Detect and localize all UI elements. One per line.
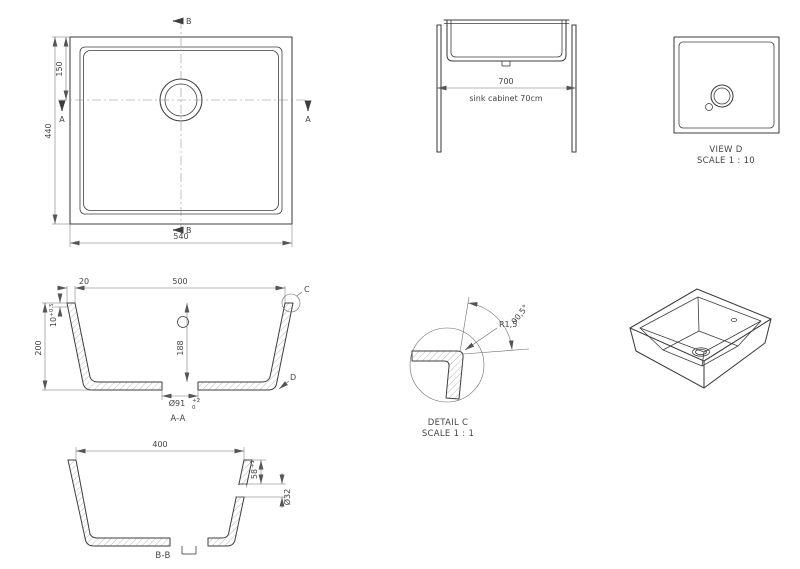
cabinet-left-panel [436, 24, 442, 153]
drain-ellipse-inner [695, 348, 707, 355]
section-aa-title: A-A [170, 414, 185, 424]
dim-bowl-width-500: 500 [74, 277, 286, 303]
rim-outer [629, 288, 772, 362]
section-marker-a-left: A [58, 100, 66, 124]
view-d-marker: D [278, 373, 296, 390]
rim-corner-section [411, 350, 464, 400]
bowl-bottom [662, 330, 739, 367]
dim-overflow-offset-tol: +1 [250, 460, 256, 468]
dim-flange-20: 20 [57, 277, 89, 303]
detail-c-view: 90,5° R1,5 DETAIL C SCALE 1 : 1 [409, 296, 530, 439]
drain-spigot [181, 546, 197, 555]
right-wall-section [207, 459, 253, 547]
angle-leg-vertical [459, 296, 470, 353]
dim-overall-height-200: 200 [34, 302, 92, 391]
rim-inner [639, 296, 762, 353]
body-bottom-right [703, 342, 766, 389]
bowl-corner-left [639, 327, 664, 351]
dim-drain-diameter-label: Ø91 [169, 398, 185, 408]
dim-overflow-offset-58: 58 +1 [247, 459, 286, 485]
overflow-outlet-circle [705, 103, 713, 111]
dim-radius-leader: R1,5 [464, 320, 517, 351]
section-a-a: 20 500 10 +0,5 200 188 [34, 277, 310, 424]
dim-depth-label: 440 [44, 123, 53, 138]
bowl-corner-right [737, 320, 762, 347]
angle-dimension-arc [467, 302, 514, 351]
dim-width-540: 540 [69, 224, 293, 247]
overflow-hole [730, 318, 738, 322]
bottom-inner-edge [678, 41, 775, 129]
dim-cabinet-700: 700 sink cabinet 70cm [437, 77, 576, 103]
dim-width-label: 540 [173, 232, 188, 241]
left-wall-section [67, 459, 171, 547]
drain-outer-circle [710, 84, 734, 108]
section-label-b-top: B [186, 17, 192, 26]
dim-flange-label: 20 [79, 277, 89, 286]
section-label-a-left: A [59, 115, 65, 124]
section-label-b-bottom: B [186, 226, 192, 235]
dim-drain-tol-lower: 0 [192, 405, 196, 411]
drain-stub [501, 61, 511, 67]
dim-overflow-diameter-32: Ø32 [244, 473, 292, 508]
section-bb-title: B-B [155, 551, 170, 561]
dim-bowl-width-400: 400 [75, 440, 245, 460]
dim-drain-offset-label: 150 [55, 61, 64, 76]
dim-overall-height-label: 200 [34, 340, 43, 355]
dim-rim-thickness-10: 10 +0,5 [49, 293, 67, 327]
right-wall-section [197, 302, 294, 391]
dim-bowl-depth-label: 188 [176, 340, 185, 355]
detail-c-marker: C [281, 285, 310, 313]
angle-leg-horizontal [462, 348, 530, 355]
detail-break-boundary [409, 327, 485, 403]
dim-overflow-diameter-label: Ø32 [282, 489, 292, 505]
sink-tub-inner [450, 20, 563, 58]
view-d-scale: SCALE 1 : 10 [697, 156, 755, 166]
dim-rim-thickness-tol: +0,5 [49, 303, 55, 317]
left-wall-section [66, 302, 163, 391]
bowl-corner-back [697, 296, 700, 332]
section-marker-a-right: A [304, 100, 312, 124]
dim-bowl-width-label: 500 [172, 277, 187, 286]
dim-radius-label: R1,5 [499, 320, 517, 329]
detail-c-title: DETAIL C [428, 418, 469, 428]
dim-rim-thickness-label: 10 [49, 317, 58, 327]
sink-tub-outer [446, 19, 567, 62]
isometric-view [629, 288, 772, 389]
dim-drain-tol-upper: +2 [192, 398, 200, 404]
bottom-outer-edge [673, 36, 780, 134]
drain-inner-circle [713, 87, 731, 105]
view-d-title: VIEW D [709, 145, 742, 155]
section-label-a-right: A [305, 115, 311, 124]
detail-c-label: C [304, 285, 310, 294]
cabinet-right-panel [571, 24, 577, 153]
body-bottom-left [635, 350, 705, 389]
section-b-b: 400 58 +1 Ø32 B-B [67, 440, 292, 561]
dim-drain-diameter-91: Ø91 +2 0 [161, 390, 200, 411]
cabinet-view: 700 sink cabinet 70cm [436, 19, 577, 153]
plan-view: B B A A 440 150 540 [44, 17, 312, 247]
drain-ellipse-outer [692, 347, 710, 357]
body-edge-left [629, 327, 637, 352]
dim-bowl-width-label: 400 [152, 440, 167, 449]
view-d-label: D [290, 373, 296, 382]
section-marker-b-top: B [172, 17, 192, 26]
view-d: VIEW D SCALE 1 : 10 [673, 36, 780, 166]
dim-drain-offset-150: 150 [55, 37, 69, 100]
section-marker-b-bottom: B [172, 226, 192, 235]
dim-cabinet-label: 700 [498, 77, 513, 86]
cabinet-caption: sink cabinet 70cm [469, 94, 542, 103]
dim-overflow-offset-label: 58 [250, 469, 259, 479]
body-edge-right [764, 318, 772, 344]
detail-c-scale: SCALE 1 : 1 [422, 429, 474, 439]
overflow-hole-section [236, 483, 247, 498]
dim-bowl-depth-188: 188 [176, 303, 190, 382]
